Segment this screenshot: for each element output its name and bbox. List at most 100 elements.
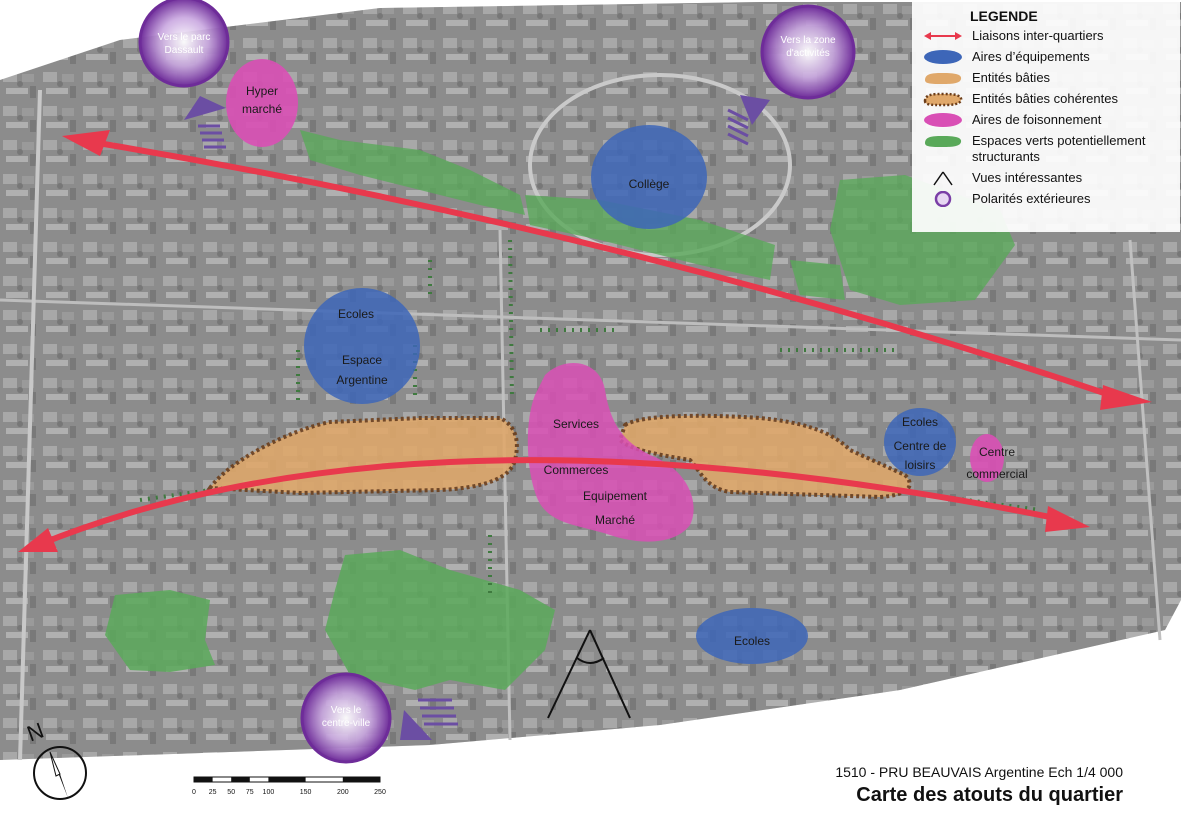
legend-item: Espaces verts potentiellement structuran… xyxy=(922,133,1174,165)
legend-swatch xyxy=(922,191,964,207)
green-space xyxy=(325,550,555,690)
arrowhead-east xyxy=(1100,385,1152,410)
scale-tick-label: 50 xyxy=(227,789,235,796)
north-arrow: N xyxy=(24,718,87,800)
label-centre-commercial: Centre xyxy=(979,445,1015,459)
road xyxy=(0,298,1181,342)
label-ecoles: Ecoles xyxy=(338,307,374,321)
arrow-icon xyxy=(924,32,962,40)
scale-tick-label: 250 xyxy=(374,789,386,796)
legend-swatch xyxy=(922,49,964,65)
legend-item: Entités bâties xyxy=(922,70,1174,86)
scale-tick-label: 25 xyxy=(209,789,217,796)
equipment-ecoles-south xyxy=(696,608,808,664)
legend-item: Vues intéressantes xyxy=(922,170,1174,186)
label-espace: Espace xyxy=(342,353,382,367)
label-commerces: Commerces xyxy=(544,463,609,477)
scale-tick-label: 75 xyxy=(246,789,254,796)
label-argentine: Argentine xyxy=(336,373,388,387)
link-south xyxy=(18,457,1090,552)
legend-label: Liaisons inter-quartiers xyxy=(972,28,1104,43)
label-hypermarche: Hyper xyxy=(246,84,278,98)
legend-label: Aires de foisonnement xyxy=(972,112,1102,127)
polarity-label: Vers le parc xyxy=(158,32,211,43)
green-space xyxy=(525,195,775,280)
legend-swatch xyxy=(922,170,964,186)
legend-label: Espaces verts potentiellement structuran… xyxy=(972,133,1146,164)
legend-swatch xyxy=(922,133,964,149)
scale-tick-label: 100 xyxy=(263,789,275,796)
legend-swatch xyxy=(922,112,964,128)
label-ecoles: Ecoles xyxy=(902,415,938,429)
blob-dotted-icon xyxy=(923,92,963,107)
legend-label: Aires d’équipements xyxy=(972,49,1090,64)
built-entity-west xyxy=(206,416,519,496)
label-equipement: Equipement xyxy=(583,489,648,503)
polarity-centre-ville: Vers le centre-ville xyxy=(300,672,392,764)
blob-icon xyxy=(925,73,962,84)
polarity-parc-dassault: Vers le parc Dassault xyxy=(138,0,230,88)
foisonnement-centre xyxy=(527,363,694,542)
view-icon xyxy=(933,171,953,186)
arrowhead-west xyxy=(62,130,110,156)
legend-item: Polarités extérieures xyxy=(922,191,1174,207)
compass-circle xyxy=(33,746,87,800)
legend-label: Polarités extérieures xyxy=(972,191,1091,206)
scale-tick-label: 0 xyxy=(192,789,196,796)
polarity-icon xyxy=(934,191,952,207)
map-title: Carte des atouts du quartier xyxy=(856,784,1123,806)
north-label: N xyxy=(24,718,47,746)
scale-tick-label: 150 xyxy=(300,789,312,796)
green-space xyxy=(300,130,525,215)
legend-label: Entités bâties xyxy=(972,70,1051,85)
direction-marker xyxy=(727,95,770,146)
ellipse-icon xyxy=(924,50,962,64)
legend-swatch xyxy=(922,70,964,86)
arrowhead-west xyxy=(18,528,58,552)
legend-swatch xyxy=(922,28,964,44)
blob-icon xyxy=(925,136,962,147)
equipment-ecoles-east xyxy=(884,408,956,476)
scale-bar: 0 25 50 75 100 150 200 250 xyxy=(192,776,386,796)
scale-segment xyxy=(268,777,306,782)
built-entity-east xyxy=(617,413,912,500)
direction-marker xyxy=(400,698,458,740)
foisonnement-centre-commercial xyxy=(970,434,1004,482)
equipment-college xyxy=(591,125,707,229)
green-space xyxy=(105,590,215,672)
label-centre-de-loisirs: loisirs xyxy=(905,458,936,472)
polarity-zone-activites: Vers la zone d'activités xyxy=(760,4,856,100)
map-subtitle: 1510 - PRU BEAUVAIS Argentine Ech 1/4 00… xyxy=(835,764,1123,780)
label-centre-de-loisirs: Centre de xyxy=(894,439,947,453)
road xyxy=(1128,239,1162,641)
tree-line xyxy=(508,239,514,401)
road xyxy=(18,89,42,761)
direction-marker xyxy=(184,96,226,149)
polarity-label: Vers le xyxy=(331,705,362,716)
title-block: 1510 - PRU BEAUVAIS Argentine Ech 1/4 00… xyxy=(835,764,1123,807)
label-centre-commercial: commercial xyxy=(966,467,1027,481)
foisonnement-hypermarche xyxy=(226,59,298,147)
compass-needle-icon xyxy=(49,751,61,777)
legend-item: Entités bâties cohérentes xyxy=(922,91,1174,107)
legend-title: LEGENDE xyxy=(970,8,1038,24)
equipment-ecoles-west xyxy=(304,288,420,404)
polarity-label: centre-ville xyxy=(322,718,371,729)
scale-tick-label: 200 xyxy=(337,789,349,796)
ellipse-icon xyxy=(924,113,962,127)
green-space xyxy=(790,260,845,300)
label-hypermarche: marché xyxy=(242,102,282,116)
legend-label: Vues intéressantes xyxy=(972,170,1083,185)
polarity-label: Dassault xyxy=(165,45,204,56)
legend-item: Aires d’équipements xyxy=(922,49,1174,65)
legend-label: Entités bâties cohérentes xyxy=(972,91,1118,106)
label-marche: Marché xyxy=(595,513,635,527)
scale-segment xyxy=(342,777,380,782)
polarity-label: d'activités xyxy=(786,48,830,59)
scale-segment xyxy=(231,777,250,782)
label-college: Collège xyxy=(629,177,670,191)
label-ecoles: Ecoles xyxy=(734,634,770,648)
